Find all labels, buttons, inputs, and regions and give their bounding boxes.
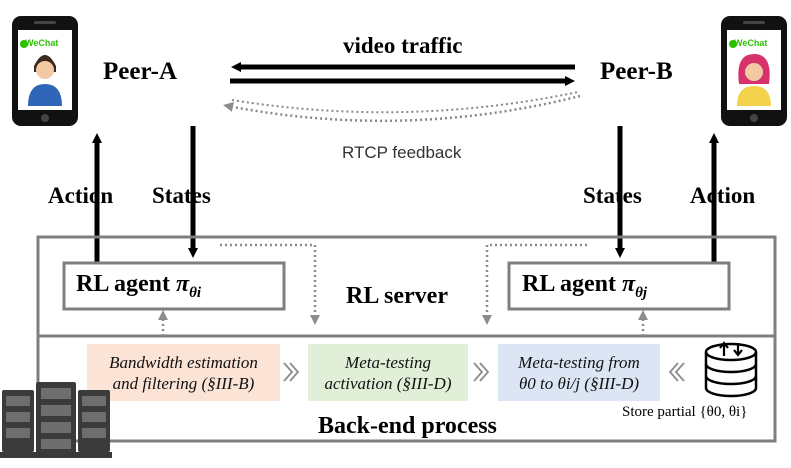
step1-text: Bandwidth estimation and filtering (§III… bbox=[87, 352, 280, 394]
backend-title: Back-end process bbox=[318, 413, 497, 439]
step3-box bbox=[498, 344, 660, 401]
rl-agent-right-label: RL agent πθj bbox=[522, 271, 647, 302]
database-icon bbox=[704, 341, 758, 398]
rtcp-feedback-arrow bbox=[223, 94, 581, 123]
step1-line1: Bandwidth estimation bbox=[109, 353, 258, 372]
step2-line1: Meta-testing bbox=[345, 353, 431, 372]
step3-line2: θ0 to θi/j (§III-D) bbox=[518, 374, 640, 393]
step2-text: Meta-testing activation (§III-D) bbox=[308, 352, 468, 394]
right-phone-brand: WeChat bbox=[734, 38, 768, 48]
states-right-to-backend-arrow bbox=[482, 243, 587, 325]
rl-agent-right-pi: π bbox=[622, 271, 636, 297]
states-left-to-backend-arrow bbox=[220, 243, 320, 325]
rtcp-feedback-arc-upper bbox=[231, 91, 579, 114]
rl-server-title: RL server bbox=[346, 283, 448, 309]
right-phone-icon bbox=[721, 16, 787, 126]
chevron-left-icon bbox=[668, 362, 685, 382]
rtcp-feedback-label: RTCP feedback bbox=[342, 143, 462, 162]
states-left-label: States bbox=[152, 183, 211, 208]
step3-line1: Meta-testing from bbox=[518, 353, 640, 372]
peer-b-label: Peer-B bbox=[600, 58, 673, 85]
store-partial-label: Store partial {θ0, θi} bbox=[622, 404, 748, 420]
action-right-label: Action bbox=[690, 183, 756, 208]
rl-agent-right-prefix: RL agent bbox=[522, 271, 617, 297]
peer-a-label: Peer-A bbox=[103, 58, 178, 85]
states-right-label: States bbox=[583, 183, 642, 208]
rl-agent-left-sub: θi bbox=[189, 284, 202, 301]
rl-agent-right-sub: θj bbox=[635, 284, 648, 301]
rl-agent-left-prefix: RL agent bbox=[76, 271, 171, 297]
rl-agent-left-label: RL agent πθi bbox=[76, 271, 201, 302]
step2-line2: activation (§III-D) bbox=[324, 374, 452, 393]
rl-server-frame bbox=[36, 235, 777, 443]
rl-agent-right-box bbox=[507, 261, 731, 311]
video-traffic-label: video traffic bbox=[343, 33, 463, 58]
step2-box bbox=[308, 344, 468, 401]
chevron-right-icon bbox=[283, 362, 300, 382]
chevron-right-icon bbox=[473, 362, 490, 382]
rl-agent-left-pi: π bbox=[176, 271, 190, 297]
action-left-label: Action bbox=[48, 183, 114, 208]
step1-box bbox=[87, 344, 280, 401]
step3-text: Meta-testing from θ0 to θi/j (§III-D) bbox=[498, 352, 660, 394]
left-phone-brand: WeChat bbox=[25, 38, 59, 48]
left-phone-icon bbox=[12, 16, 78, 126]
step1-line2: and filtering (§III-B) bbox=[112, 374, 255, 393]
server-rack-icon bbox=[0, 382, 112, 458]
rl-agent-left-box bbox=[62, 261, 286, 311]
